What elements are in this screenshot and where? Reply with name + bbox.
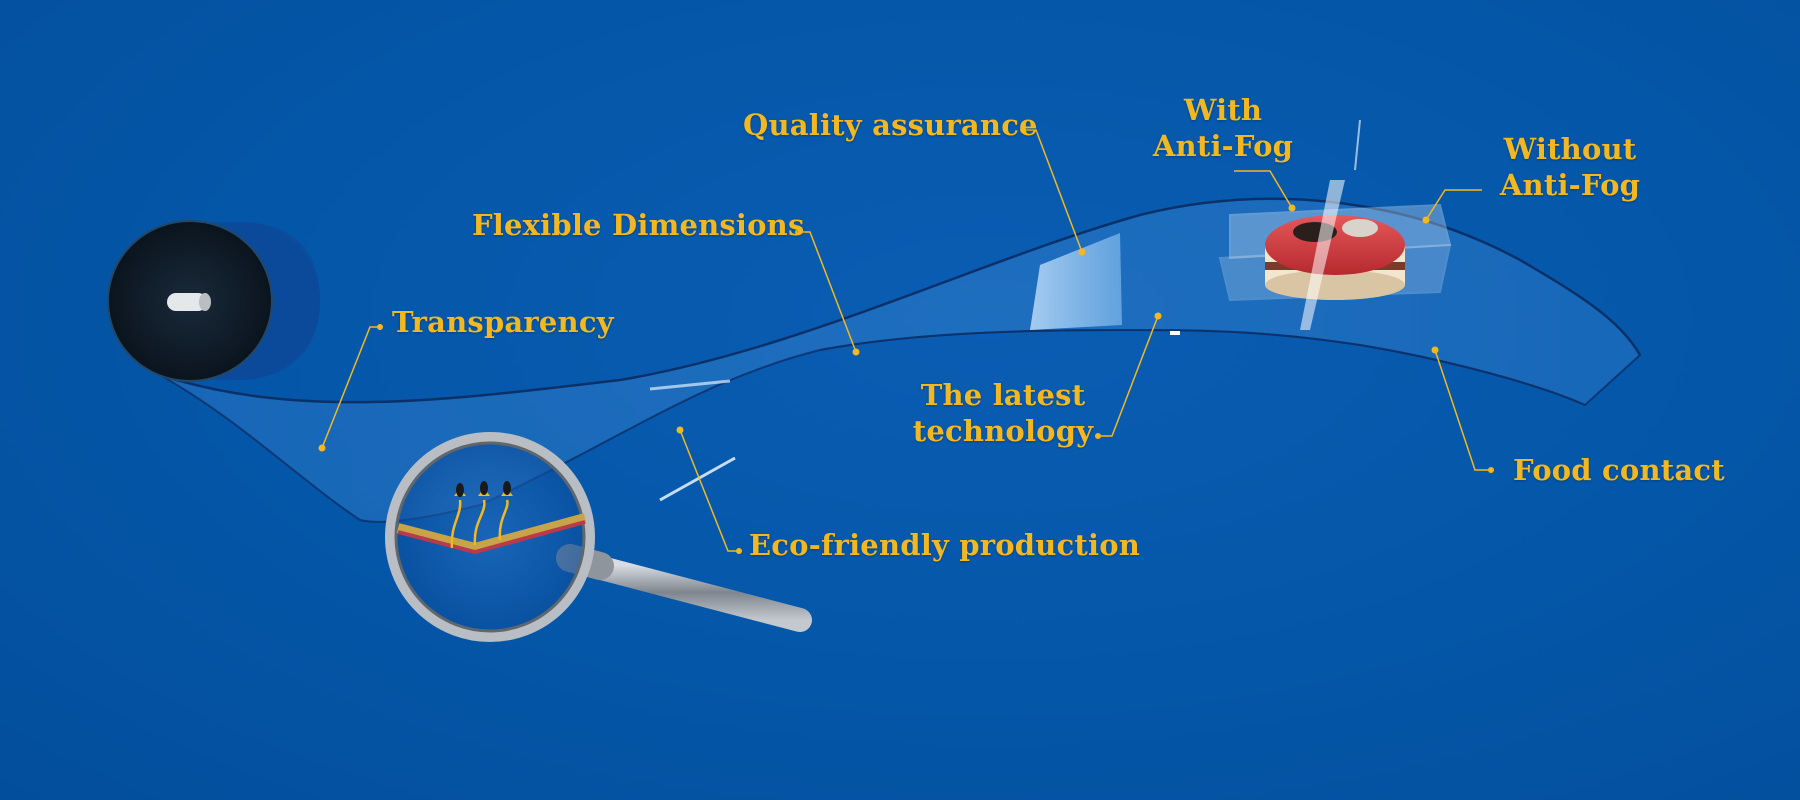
label-eco-friendly-production: Eco-friendly production	[749, 528, 1141, 562]
label-with-antifog-line1: With	[1183, 93, 1263, 127]
label-food-contact: Food contact	[1513, 453, 1725, 487]
label-latest-technology-line2: technology	[912, 414, 1094, 448]
label-with-antifog: With Anti-Fog	[1148, 92, 1298, 164]
leader-dots	[318, 127, 1494, 554]
cake-container	[1218, 119, 1452, 330]
label-with-antifog-line2: Anti-Fog	[1152, 129, 1294, 163]
leader-lines	[321, 129, 1491, 552]
film-roll	[107, 220, 320, 382]
label-without-antifog: Without Anti-Fog	[1495, 131, 1645, 203]
label-latest-technology: The latest technology	[910, 377, 1096, 449]
label-without-antifog-line2: Anti-Fog	[1499, 168, 1641, 202]
label-flexible-dimensions: Flexible Dimensions	[472, 208, 805, 242]
magnifying-glass	[385, 432, 812, 642]
label-transparency: Transparency	[392, 305, 614, 339]
label-quality-assurance: Quality assurance	[743, 108, 1038, 142]
label-without-antifog-line1: Without	[1503, 132, 1637, 166]
label-latest-technology-line1: The latest	[920, 378, 1086, 412]
